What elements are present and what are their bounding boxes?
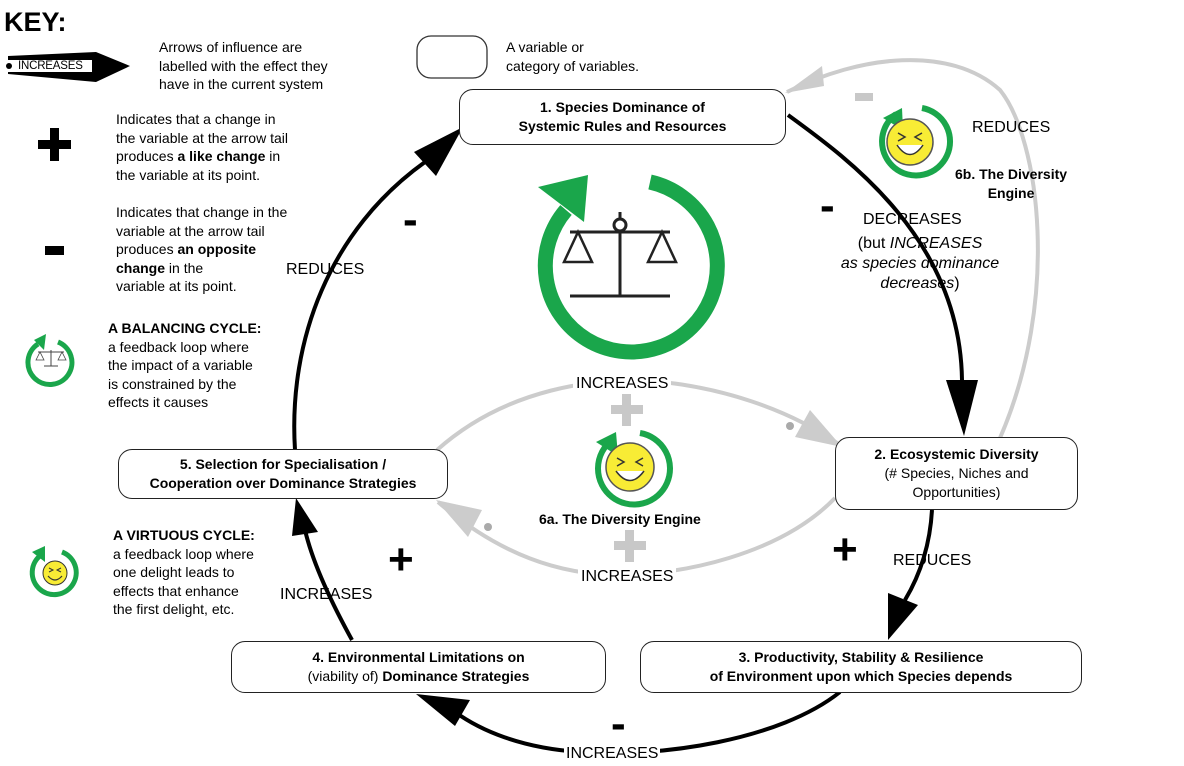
arrowhead-n5-to-n1 [414,127,463,176]
key-minus-icon [45,246,64,255]
arrowhead-n4-to-n5 [292,498,318,536]
arrowhead-n2-to-n1 [785,66,824,93]
arrowhead-n2-to-n3 [888,593,918,640]
arrowhead-n2-to-n5 [436,500,482,537]
arrow-n4-to-n5 [292,498,354,641]
grey-plus-upper [611,394,643,426]
engine-6a-label: 6a. The Diversity Engine [539,511,701,527]
node-environmental-limitations: 4. Environmental Limitations on (viabili… [231,641,606,693]
label-n5-n1: REDUCES [286,261,365,278]
key-arrow-sample-label: INCREASES [18,60,83,72]
arrowhead-n3-to-n4 [416,694,470,726]
node-ecosystemic-diversity: 2. Ecosystemic Diversity (# Species, Nic… [835,437,1078,510]
key-title: KEY: [4,7,67,37]
key-arrow-sample [6,52,130,82]
key-balancing-desc: A BALANCING CYCLE: a feedback loop where… [108,320,262,410]
key-virtuous-desc: A VIRTUOUS CYCLE: a feedback loop where … [113,527,255,617]
key-plus-icon [38,128,71,161]
smiley-icon-6b [879,105,954,179]
key-plus-desc: Indicates that a change in the variable … [116,111,288,183]
sign-n1-n2: - [820,181,835,230]
sign-n5-n1: - [403,195,418,244]
engine-6b-label: 6b. The Diversity Engine [955,166,1068,201]
key-minus-desc: Indicates that change in the variable at… [116,204,288,294]
balancing-cycle-icon [25,334,75,387]
label-n4-n5: INCREASES [280,586,373,603]
arrow-n2-to-n1 [785,58,1040,439]
arrow-n2-to-n3 [888,509,934,640]
label-n3-n4: INCREASES [564,744,661,764]
label-n2-n5: INCREASES [578,567,677,587]
node-selection-specialisation: 5. Selection for Specialisation / Cooper… [118,449,448,499]
grey-minus-6b [855,93,873,101]
node-species-dominance: 1. Species Dominance of Systemic Rules a… [459,89,786,145]
key-arrow-desc: Arrows of influence are labelled with th… [159,39,328,92]
label-n2-n1: REDUCES [972,119,1051,136]
sign-n3-n4: - [611,699,626,748]
arrowhead-n1-to-n2 [946,380,978,436]
label-n1-n2-note: (but INCREASES as species dominance decr… [840,235,1000,292]
node-productivity-stability: 3. Productivity, Stability & Resilience … [640,641,1082,693]
sign-n4-n5: + [388,535,414,584]
grey-plus-lower [614,530,646,562]
arrow-n2-to-n5 [436,496,837,578]
sign-n2-n3: + [832,525,858,574]
key-variable-desc: A variable or category of variables. [506,39,640,74]
arrow-n1-to-n2 [786,113,978,436]
smiley-icon-6a [595,430,673,508]
virtuous-cycle-icon [29,546,79,598]
label-n2-n3: REDUCES [893,552,972,569]
scales-icon [562,212,678,298]
key-variable-sample [416,35,488,79]
central-balancing-cycle-icon [537,174,725,360]
arrowhead-n5-to-n2 [795,410,842,447]
arrow-n5-to-n1 [292,127,463,451]
label-n1-n2: DECREASES [863,211,962,228]
label-n5-n2: INCREASES [573,374,672,394]
